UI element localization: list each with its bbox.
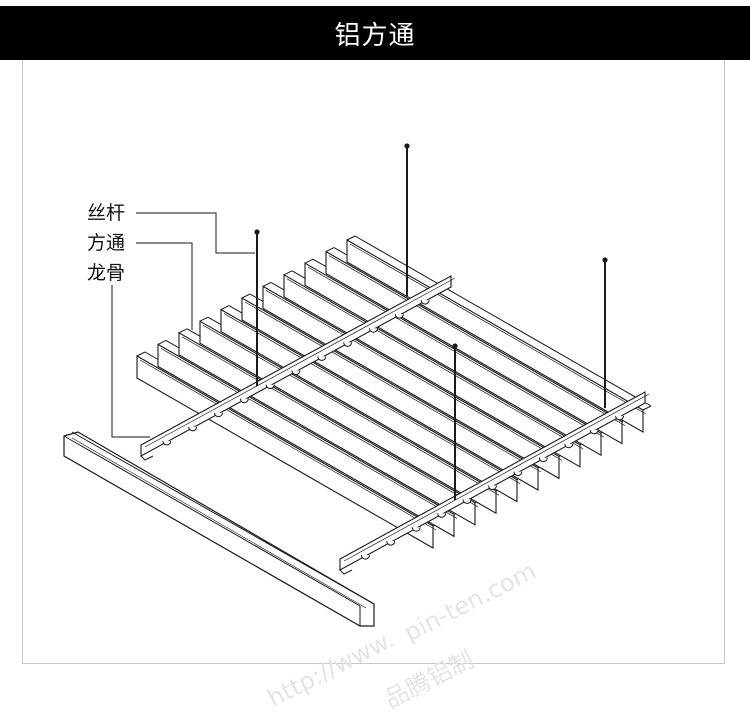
keel-clip (239, 398, 249, 404)
keel-clip (317, 356, 327, 361)
keel-clip (265, 384, 275, 390)
threaded-rod (254, 229, 260, 386)
leader-tube (136, 242, 193, 330)
keel-clip (188, 426, 198, 432)
square-tube (346, 235, 652, 433)
diagram-frame (22, 60, 725, 664)
keel-clip (589, 429, 599, 435)
keel (339, 391, 650, 575)
keel-clip (615, 415, 625, 421)
leader-rod (136, 212, 255, 254)
keel-clip (462, 499, 472, 504)
keel (140, 275, 456, 461)
ceiling-diagram (63, 143, 652, 627)
label-keel: 龙骨 (87, 262, 126, 284)
label-tube: 方通 (87, 232, 126, 254)
keel-clip (394, 314, 404, 319)
keel-clip (214, 412, 223, 418)
leader-keel (111, 285, 150, 438)
threaded-rod (404, 143, 410, 296)
keel-clip (360, 554, 370, 560)
keel-clip (162, 440, 172, 446)
label-leader-lines (111, 212, 255, 438)
square-tube-loose (63, 431, 375, 627)
keel-clip (411, 527, 421, 532)
keel-clip (291, 370, 301, 375)
keel-clip (513, 471, 523, 477)
square-tube-group (136, 235, 652, 549)
keel-clip (437, 513, 447, 518)
keel-group (140, 275, 650, 575)
keel-clip (538, 457, 548, 463)
page-title: 铝方通 (334, 20, 416, 51)
keel-clip (386, 541, 396, 546)
threaded-rod (452, 343, 458, 500)
label-rod: 丝杆 (87, 202, 126, 224)
loose-square-tube (63, 431, 375, 627)
threaded-rod (602, 257, 608, 408)
threaded-rod-group (254, 143, 608, 500)
keel-clip (369, 328, 378, 333)
keel-clip (488, 485, 497, 490)
keel-clip (343, 342, 353, 347)
title-bar: 铝方通 (0, 6, 750, 60)
keel-clip (564, 443, 574, 449)
keel-clip (420, 299, 430, 305)
